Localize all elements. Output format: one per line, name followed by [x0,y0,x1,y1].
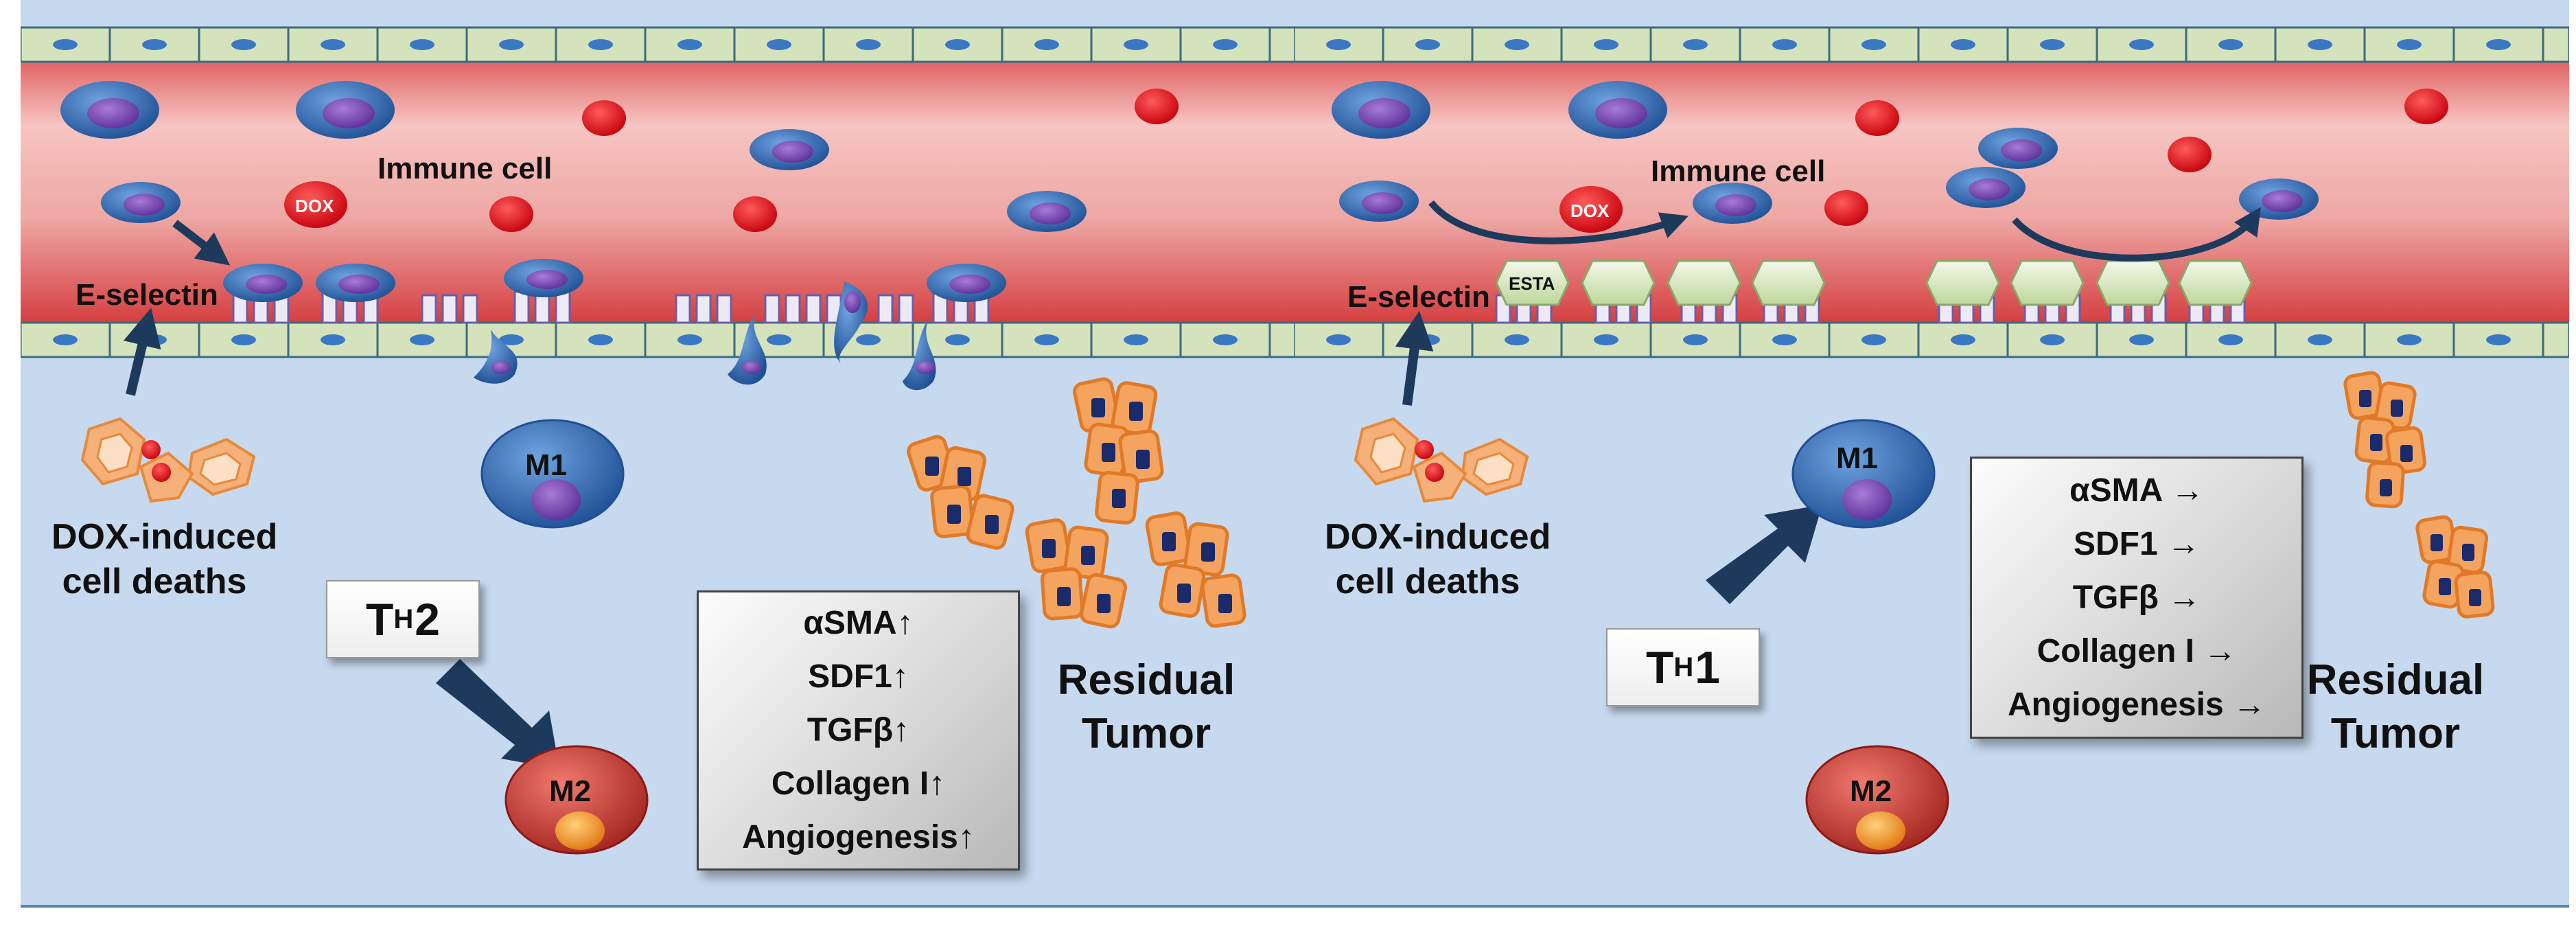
marker-row: αSMA → [2069,472,2204,509]
panel-th2-illustration [21,0,1296,908]
red-blood-cell-icon [489,89,1179,232]
induction-arrow [1395,310,1434,406]
immune-cell-label: Immune cell [1651,154,1826,188]
residual-tumor-label: Residual Tumor [2293,654,2498,760]
flow-arrow [1428,200,1689,244]
panel-th2: Immune cell DOX E-selectin DOX-induced c… [21,0,1296,913]
marker-row: Collagen I → [2037,632,2237,669]
esta-blocker-icon [1495,260,2253,306]
panel-th1-illustration [1294,0,2569,908]
dying-cell-icon [80,417,256,503]
m2-label: M2 [1850,774,1892,808]
m1-macrophage-icon [1791,419,1936,529]
marker-box: αSMA → SDF1 → TGFβ → Collagen I → Angiog… [1970,457,2304,739]
marker-row: SDF1 → [2073,525,2201,562]
residual-tumor-line1: Residual [2306,656,2485,704]
cell-deaths-line1: DOX-induced [1325,517,1551,557]
th-main: T [366,594,394,645]
marker-row: Collagen I↑ [771,765,946,802]
th-main: T [1646,642,1674,693]
residual-tumor-line1: Residual [1057,656,1235,704]
m2-macrophage-icon [504,745,649,855]
esta-label: ESTA [1509,273,1555,294]
cell-deaths-line1: DOX-induced [51,517,278,557]
bottom-endothelium [21,321,1296,358]
induction-arrow [123,308,161,396]
migration-arrow [172,220,231,266]
tumor-cell-icon [907,377,1246,629]
th-num: 2 [415,594,440,645]
cell-deaths-label: DOX-induced cell deaths [1325,515,1551,604]
dying-cell-icon [1354,417,1529,503]
tumor-nucleus-icon [2359,390,2481,606]
flow-arrow [2012,207,2261,262]
th-to-macrophage-arrow [1706,505,1822,604]
m2-label: M2 [549,774,592,808]
adhering-immune-cell-icon [223,259,1006,302]
residual-tumor-line2: Tumor [2330,709,2461,757]
th-to-macrophage-arrow [436,659,559,769]
dox-particle-icon [284,181,347,228]
marker-row: αSMA↑ [803,605,914,641]
top-endothelium [1294,26,2569,63]
red-blood-cell-icon [1824,89,2448,226]
residual-tumor-line2: Tumor [1081,709,1211,757]
dox-label: DOX [295,196,334,216]
marker-row: Angiogenesis → [2007,686,2266,723]
m1-label: M1 [525,448,568,482]
immune-cell-icon [1332,81,2319,224]
cell-deaths-line2: cell deaths [62,562,247,601]
immune-cell-label: Immune cell [378,152,553,185]
th-num: 1 [1695,642,1720,693]
tumor-nucleus-icon [925,398,1232,613]
marker-row: TGFβ↑ [807,712,910,748]
m2-macrophage-icon [1805,745,1949,855]
th-sub: H [393,603,414,634]
top-endothelium [21,26,1296,63]
cell-deaths-line2: cell deaths [1335,562,1520,601]
dox-particle-icon [1559,186,1623,233]
m1-label: M1 [1836,441,1879,475]
e-selectin-label: E-selectin [76,278,218,312]
cell-deaths-label: DOX-induced cell deaths [51,515,278,604]
marker-row: Angiogenesis↑ [742,819,975,855]
immune-cell-icon [60,81,1087,232]
transmigrating-cell-icon [474,281,936,391]
marker-row: SDF1↑ [808,658,909,695]
m1-macrophage-icon [480,419,625,529]
residual-tumor-label: Residual Tumor [1043,654,1249,760]
e-selectin-label: E-selectin [1347,280,1490,314]
bottom-endothelium [1294,321,2569,358]
dox-label: DOX [1570,200,1610,221]
th-sub: H [1673,652,1694,682]
panel-th1: Immune cell DOX ESTA E-selectin DOX-indu… [1294,0,2569,913]
marker-row: TGFβ → [2072,579,2201,616]
marker-box: αSMA↑ SDF1↑ TGFβ↑ Collagen I↑ Angiogenes… [697,590,1020,871]
